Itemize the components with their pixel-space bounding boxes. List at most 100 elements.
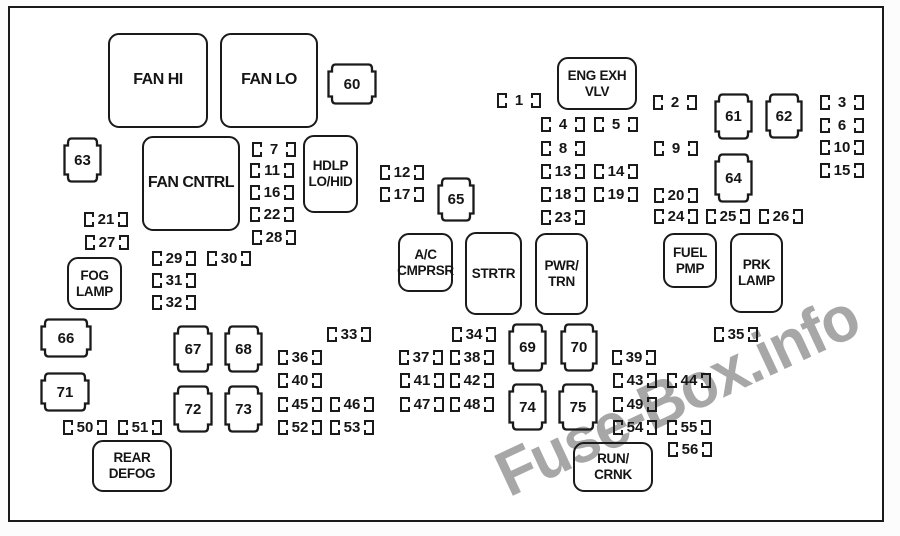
fuse-49: 49 — [613, 397, 657, 412]
fuse-53: 53 — [330, 420, 374, 435]
fuse-37: 37 — [399, 350, 443, 365]
relay-outline — [437, 177, 475, 222]
fuse-number: 9 — [671, 139, 681, 157]
pwr-trn-box: PWR/ TRN — [535, 233, 588, 315]
fuse-left-bracket — [541, 117, 551, 132]
fuse-number: 56 — [681, 440, 699, 458]
fuse-right-bracket — [748, 327, 758, 342]
fuse-5: 5 — [594, 117, 638, 132]
fuse-left-bracket — [152, 273, 162, 288]
fuse-left-bracket — [399, 350, 409, 365]
fuse-left-bracket — [654, 188, 664, 203]
fuse-number: 34 — [465, 325, 483, 343]
fuse-left-bracket — [613, 420, 623, 435]
relay-outline — [558, 383, 598, 431]
fuse-12: 12 — [380, 165, 424, 180]
relay-65: 65 — [437, 177, 475, 222]
fuse-right-bracket — [531, 93, 541, 108]
fuse-6: 6 — [820, 118, 864, 133]
relay-67: 67 — [173, 325, 213, 373]
fuse-54: 54 — [613, 420, 657, 435]
fuse-number: 24 — [667, 207, 685, 225]
fuse-9: 9 — [654, 141, 698, 156]
prk-lamp-box: PRK LAMP — [730, 233, 783, 313]
relay-outline — [173, 325, 213, 373]
fuse-right-bracket — [119, 235, 129, 250]
fuse-number: 55 — [680, 418, 698, 436]
fuse-number: 16 — [263, 183, 281, 201]
fuse-left-bracket — [152, 295, 162, 310]
fuse-7: 7 — [252, 142, 296, 157]
fuse-right-bracket — [575, 187, 585, 202]
relay-outline — [327, 63, 377, 105]
fuse-26: 26 — [759, 209, 803, 224]
fuse-right-bracket — [740, 209, 750, 224]
fuse-right-bracket — [284, 207, 294, 222]
fuse-right-bracket — [854, 163, 864, 178]
fuse-number: 11 — [264, 161, 280, 179]
fuse-right-bracket — [647, 420, 657, 435]
fuse-number: 44 — [680, 371, 698, 389]
fuse-right-bracket — [646, 350, 656, 365]
fuse-left-bracket — [714, 327, 724, 342]
relay-number: 71 — [56, 383, 74, 401]
fuse-number: 23 — [554, 208, 572, 226]
fan-cntrl-box: FAN CNTRL — [142, 136, 240, 231]
fuse-left-bracket — [278, 373, 288, 388]
fuse-left-bracket — [250, 163, 260, 178]
fuse-right-bracket — [186, 295, 196, 310]
fuse-number: 2 — [670, 93, 680, 111]
relay-outline — [173, 385, 213, 433]
relay-number: 72 — [184, 400, 202, 418]
fuse-22: 22 — [250, 207, 294, 222]
fuse-left-bracket — [820, 95, 830, 110]
fuse-number: 33 — [340, 325, 358, 343]
fuse-number: 31 — [165, 271, 183, 289]
fuse-left-bracket — [613, 373, 623, 388]
fuse-left-bracket — [252, 142, 262, 157]
relay-outline — [508, 323, 547, 372]
fuse-number: 20 — [667, 186, 685, 204]
fuse-left-bracket — [380, 187, 390, 202]
fuse-right-bracket — [286, 142, 296, 157]
fuse-left-bracket — [63, 420, 73, 435]
relay-outline — [560, 323, 598, 372]
fuse-left-bracket — [207, 251, 217, 266]
fuel-pmp-box: FUEL PMP — [663, 233, 717, 288]
fuse-right-bracket — [312, 373, 322, 388]
fuse-left-bracket — [667, 373, 677, 388]
fuse-32: 32 — [152, 295, 196, 310]
relay-outline — [714, 93, 753, 140]
fuse-number: 26 — [772, 207, 790, 225]
relay-69: 69 — [508, 323, 547, 372]
fuse-number: 47 — [413, 395, 431, 413]
fuse-left-bracket — [252, 230, 262, 245]
fuse-left-bracket — [400, 373, 410, 388]
fuse-number: 39 — [625, 348, 643, 366]
relay-outline — [714, 153, 753, 203]
fuse-23: 23 — [541, 210, 585, 225]
fuse-left-bracket — [450, 350, 460, 365]
relay-outline — [63, 137, 102, 183]
relay-60: 60 — [327, 63, 377, 105]
fuse-number: 43 — [626, 371, 644, 389]
relay-66: 66 — [40, 318, 92, 358]
fuse-right-bracket — [152, 420, 162, 435]
relay-61: 61 — [714, 93, 753, 140]
fuse-21: 21 — [84, 212, 128, 227]
fuse-41: 41 — [400, 373, 444, 388]
fuse-right-bracket — [628, 117, 638, 132]
fuse-number: 7 — [269, 140, 279, 158]
relay-number: 61 — [725, 108, 742, 125]
fuse-right-bracket — [628, 164, 638, 179]
fuse-left-bracket — [541, 164, 551, 179]
fuse-right-bracket — [575, 141, 585, 156]
relay-outline — [765, 93, 803, 139]
fan-hi-box: FAN HI — [108, 33, 208, 128]
fuse-right-bracket — [647, 397, 657, 412]
hdlp-lo-hid-box: HDLP LO/HID — [303, 135, 358, 213]
fuse-right-bracket — [186, 273, 196, 288]
fuse-right-bracket — [312, 350, 322, 365]
fuse-right-bracket — [312, 397, 322, 412]
fuse-right-bracket — [484, 397, 494, 412]
